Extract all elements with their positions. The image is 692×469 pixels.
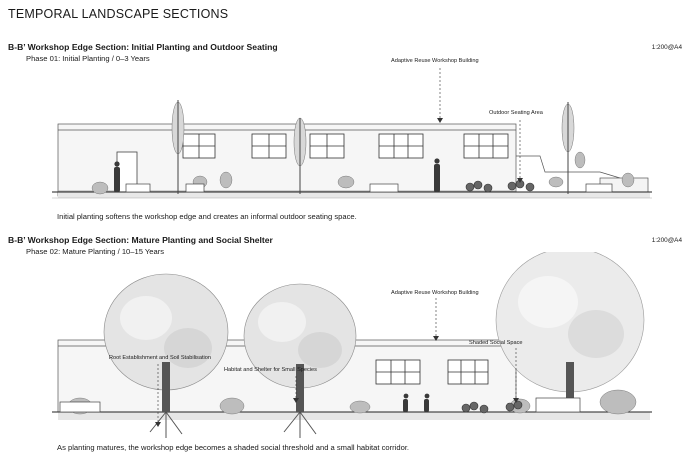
section-2-subtitle: Phase 02: Mature Planting / 10–15 Years	[26, 247, 165, 256]
annotation-seating: Outdoor Seating Area	[489, 110, 543, 116]
person-figure	[424, 393, 430, 412]
annotation-shaded-space: Shaded Social Space	[469, 340, 523, 346]
roots-leader-arrow	[155, 422, 161, 427]
planters	[59, 397, 581, 413]
shrubs	[91, 151, 635, 195]
habitat-leader-arrow	[293, 398, 299, 403]
building-windows	[182, 133, 509, 159]
ground-line	[52, 191, 652, 199]
section-1-caption: Initial planting softens the workshop ed…	[57, 212, 357, 221]
young-tree	[561, 102, 575, 194]
section-1-drawing	[52, 68, 652, 199]
section-2-title: B-B’ Workshop Edge Section: Mature Plant…	[8, 235, 273, 245]
building-leader-arrow	[433, 336, 439, 341]
seating-leader-arrow	[517, 178, 523, 183]
section-1-scale: 1:200@A4	[651, 44, 682, 51]
building-leader-arrow	[437, 118, 443, 123]
annotation-building: Adaptive Reuse Workshop Building	[391, 58, 479, 64]
section-2-scale: 1:200@A4	[651, 237, 682, 244]
outdoor-seating	[461, 400, 523, 414]
person-figure	[403, 393, 409, 412]
section-1-subtitle: Phase 01: Initial Planting / 0–3 Years	[26, 54, 150, 63]
section-1-title: B-B’ Workshop Edge Section: Initial Plan…	[8, 42, 278, 52]
annotation-habitat: Habitat and Shelter for Small Species	[224, 367, 317, 373]
mature-tree	[243, 283, 357, 438]
person-figure	[114, 161, 120, 192]
young-tree	[293, 117, 307, 194]
section-2-drawing	[52, 252, 652, 438]
mature-tree	[495, 252, 645, 412]
mature-tree	[103, 273, 229, 438]
outdoor-seating	[465, 179, 535, 193]
person-figure	[434, 158, 440, 192]
planters	[125, 183, 613, 193]
page-title: TEMPORAL LANDSCAPE SECTIONS	[8, 7, 229, 21]
young-tree	[171, 100, 185, 194]
shaded-leader-arrow	[513, 398, 519, 403]
ground-line	[52, 411, 652, 420]
annotation-building: Adaptive Reuse Workshop Building	[391, 290, 479, 296]
annotation-roots: Root Establishment and Soil Stabilisatio…	[109, 355, 211, 361]
section-2-caption: As planting matures, the workshop edge b…	[57, 443, 410, 452]
building-windows	[375, 359, 489, 385]
